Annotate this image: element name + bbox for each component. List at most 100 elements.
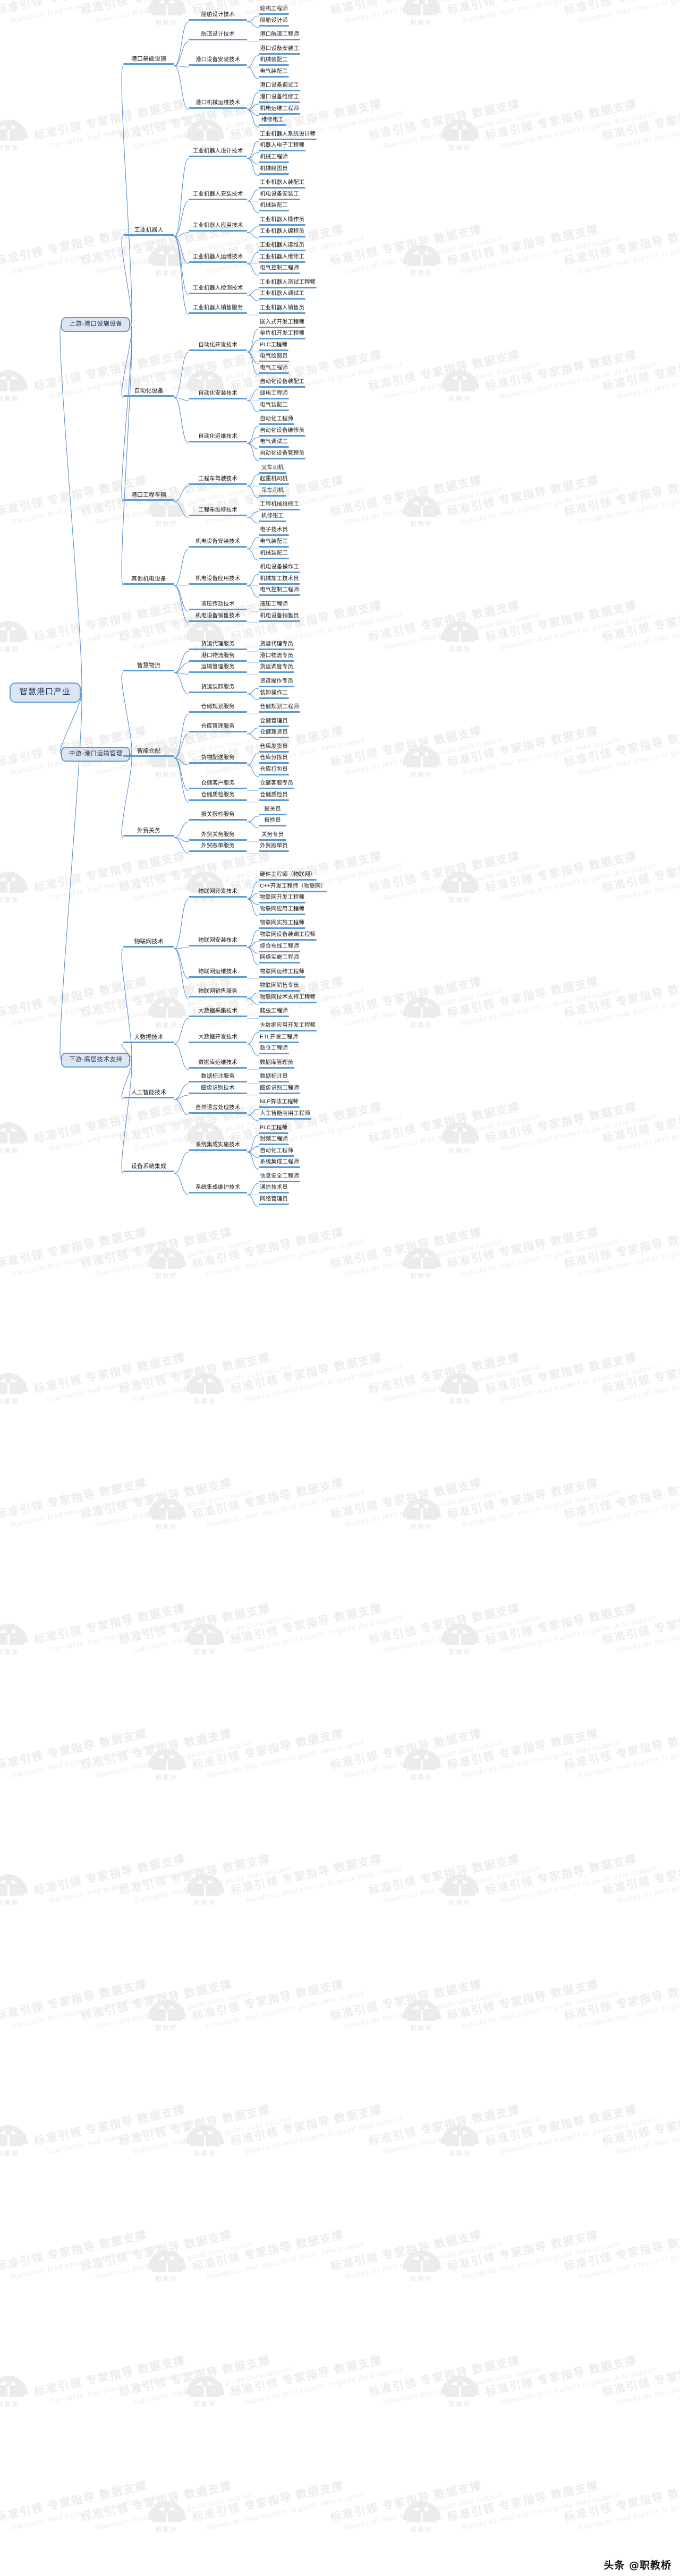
occupation-node[interactable]: 数据标注员 (259, 1073, 289, 1085)
branch-node[interactable]: 上游-港口设施设备 (61, 317, 131, 332)
occupation-node[interactable]: 机械装配工 (259, 550, 289, 561)
technology-node[interactable]: 工业机器人销售服务 (189, 304, 247, 316)
occupation-node[interactable]: 工业机器人调试工 (259, 290, 305, 302)
occupation-node[interactable]: 机械工程师 (259, 153, 289, 165)
technology-node[interactable]: 机电设备安装技术 (189, 538, 247, 550)
category-node[interactable]: 自动化设备 (123, 388, 174, 399)
category-node[interactable]: 智能仓配 (123, 748, 174, 759)
occupation-node[interactable]: 自动化设备维修员 (259, 427, 305, 439)
technology-node[interactable]: 货运装卸服务 (189, 684, 247, 695)
occupation-node[interactable]: 单片机开发工程师 (259, 330, 305, 342)
occupation-node[interactable]: 嵌入式开发工程师 (259, 319, 305, 330)
technology-node[interactable]: 机电设备销售技术 (189, 612, 247, 624)
occupation-node[interactable]: 自动化设备装配工 (259, 378, 305, 390)
occupation-node[interactable]: 港口设备安装工 (259, 45, 300, 57)
category-node[interactable]: 人工智能技术 (123, 1089, 174, 1101)
technology-node[interactable]: 大数据采集技术 (189, 1008, 247, 1019)
occupation-node[interactable]: 硬件工程师（物联网） (259, 871, 317, 883)
occupation-node[interactable]: 仓库分拣员 (259, 754, 289, 766)
occupation-node[interactable]: 仓储规划工程师 (259, 703, 300, 715)
root-node[interactable]: 智慧港口产业 (10, 683, 81, 703)
technology-node[interactable]: 工程车驾驶技术 (189, 475, 247, 487)
occupation-node[interactable]: 机械装配工 (259, 202, 289, 214)
technology-node[interactable]: 仓储规划服务 (189, 703, 247, 715)
occupation-node[interactable]: 叉车司机 (259, 464, 286, 476)
category-node[interactable]: 大数据技术 (123, 1034, 174, 1045)
occupation-node[interactable]: 起重机司机 (259, 475, 289, 487)
occupation-node[interactable]: 网络管理员 (259, 1196, 289, 1207)
occupation-node[interactable]: 仓储客服专员 (259, 780, 294, 791)
occupation-node[interactable]: 物联网技术支持工程师 (259, 994, 317, 1005)
occupation-node[interactable]: NLP算法工程师 (259, 1098, 300, 1110)
occupation-node[interactable]: 电气调试工 (259, 438, 289, 450)
occupation-node[interactable]: 电气控制工程师 (259, 265, 300, 276)
occupation-node[interactable]: C++开发工程师（物联网） (259, 883, 327, 894)
occupation-node[interactable]: 机电设备安装工 (259, 191, 300, 202)
technology-node[interactable]: 工业机器人设计技术 (189, 148, 247, 159)
occupation-node[interactable]: ETL开发工程师 (259, 1034, 299, 1045)
occupation-node[interactable]: 工业机器人销售员 (259, 304, 305, 316)
technology-node[interactable]: 航道设计技术 (189, 31, 247, 42)
occupation-node[interactable]: 机器人电子工程师 (259, 142, 305, 153)
technology-node[interactable]: 运输管理服务 (189, 663, 247, 675)
occupation-node[interactable]: 吊车司机 (259, 487, 286, 499)
occupation-node[interactable]: 信息安全工程师 (259, 1173, 300, 1184)
occupation-node[interactable]: 液压工程师 (259, 601, 289, 612)
occupation-node[interactable]: 关务专员 (259, 831, 286, 843)
category-node[interactable]: 智慧物流 (123, 662, 174, 673)
technology-node[interactable]: 数据标注服务 (189, 1073, 247, 1085)
occupation-node[interactable]: 工业机器人装配工 (259, 179, 305, 191)
technology-node[interactable]: 外贸跟单服务 (189, 842, 247, 854)
occupation-node[interactable]: 工业机器人系统设计师 (259, 131, 317, 142)
technology-node[interactable]: 港口机械运维技术 (189, 99, 247, 111)
occupation-node[interactable]: 人工智能应用工程师 (259, 1110, 311, 1122)
technology-node[interactable]: 工业机器人应用技术 (189, 222, 247, 234)
technology-node[interactable]: 货物配送服务 (189, 754, 247, 766)
occupation-node[interactable]: 自动化设备管理员 (259, 450, 305, 462)
occupation-node[interactable]: 机械装配工 (259, 56, 289, 68)
occupation-node[interactable]: 工业机器人编程员 (259, 228, 305, 240)
occupation-node[interactable]: 报关员 (259, 806, 286, 817)
technology-node[interactable]: 工业机器人安装技术 (189, 191, 247, 202)
occupation-node[interactable]: 工业机器人操作员 (259, 216, 305, 228)
occupation-node[interactable]: 机电设备销售员 (259, 612, 300, 624)
branch-node[interactable]: 下游-底层技术支持 (61, 1053, 131, 1068)
technology-node[interactable]: 工业机器人检测技术 (189, 285, 247, 296)
occupation-node[interactable]: 工业机器人维修工 (259, 253, 305, 265)
occupation-node[interactable]: 工程机械维修工 (259, 501, 300, 513)
occupation-node[interactable]: 电气装配工 (259, 402, 289, 413)
technology-node[interactable]: 系统集成实施技术 (189, 1141, 247, 1153)
occupation-node[interactable]: 货运操作专员 (259, 678, 294, 689)
occupation-node[interactable]: 港口设备维修工 (259, 93, 300, 105)
occupation-node[interactable]: 爬虫工程师 (259, 1008, 289, 1019)
technology-node[interactable]: 仓储客户服务 (189, 780, 247, 791)
technology-node[interactable]: 物联网销售服务 (189, 988, 247, 1000)
technology-node[interactable]: 船舶设计技术 (189, 11, 247, 23)
occupation-node[interactable]: 装卸操作工 (259, 689, 289, 701)
occupation-node[interactable]: 港口航道工程师 (259, 31, 300, 42)
occupation-node[interactable]: 工业机器人运维员 (259, 242, 305, 253)
technology-node[interactable]: 自动化运维技术 (189, 433, 247, 445)
technology-node[interactable]: 外贸关务服务 (189, 831, 247, 843)
technology-node[interactable]: 物联网安装技术 (189, 937, 247, 949)
technology-node[interactable]: 港口物流服务 (189, 652, 247, 664)
category-node[interactable]: 工业机器人 (123, 227, 174, 238)
category-node[interactable]: 设备系统集成 (123, 1163, 174, 1174)
category-node[interactable]: 港口基础设施 (123, 56, 174, 67)
occupation-node[interactable]: 射频工程师 (259, 1136, 289, 1147)
technology-node[interactable]: 系统集成维护技术 (189, 1184, 247, 1196)
occupation-node[interactable]: 仓库发货员 (259, 743, 289, 755)
category-node[interactable]: 港口工程车辆 (123, 492, 174, 503)
technology-node[interactable]: 物联网开发技术 (189, 888, 247, 900)
occupation-node[interactable]: 电气绘图员 (259, 353, 289, 364)
occupation-node[interactable]: 港口物流专员 (259, 652, 294, 664)
occupation-node[interactable]: 物联网运维工程师 (259, 968, 305, 980)
technology-node[interactable]: 图像识别技术 (189, 1085, 247, 1096)
technology-node[interactable]: 仓储质检服务 (189, 791, 247, 803)
occupation-node[interactable]: 图像识别工程师 (259, 1085, 300, 1096)
occupation-node[interactable]: 综合布线工程师 (259, 943, 300, 954)
occupation-node[interactable]: 电气控制工程师 (259, 586, 300, 598)
occupation-node[interactable]: 报检员 (259, 817, 286, 829)
occupation-node[interactable]: 机械绘图员 (259, 165, 289, 177)
technology-node[interactable]: 自动化开发技术 (189, 342, 247, 353)
